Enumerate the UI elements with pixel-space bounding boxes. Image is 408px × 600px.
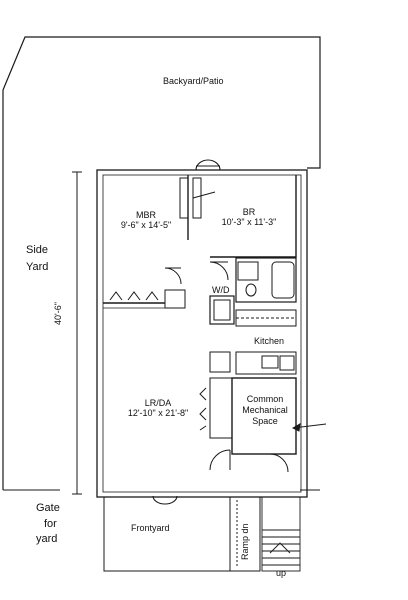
closet-mbr — [179, 177, 189, 219]
gate-label-line3: yard — [36, 533, 58, 545]
closet-hall-doors — [109, 291, 159, 301]
washer-dryer-closet — [209, 295, 235, 325]
br-label: BR — [242, 207, 256, 217]
wd-label: W/D — [212, 285, 230, 295]
gate-label-line1: Gate — [36, 502, 60, 514]
mech-label-line1: Common — [246, 394, 284, 404]
frontyard-label: Frontyard — [131, 523, 170, 533]
lrda-size-label: 12'-10" x 21'-8" — [127, 408, 189, 418]
door-br — [209, 261, 229, 281]
kitchen-counter-bottom — [235, 351, 297, 375]
side-yard-label-line2: Yard — [26, 261, 49, 273]
kitchen-fridge — [209, 351, 231, 373]
closet-lrda-doors — [199, 387, 207, 431]
backyard-label: Backyard/Patio — [163, 76, 224, 86]
frontyard-area — [103, 496, 231, 572]
br-size-label: 10'-3" x 11'-3" — [221, 217, 277, 227]
wall-br-bottom — [210, 175, 297, 258]
stairs-up-label: up — [276, 568, 287, 578]
bath-vanity — [237, 261, 259, 281]
kitchen-label: Kitchen — [254, 336, 285, 346]
toilet — [245, 283, 257, 297]
bathtub — [271, 261, 295, 299]
mech-pointer-arrowhead — [291, 423, 301, 432]
backyard-outline — [2, 36, 321, 169]
side-yard-label-line1: Side — [26, 244, 49, 256]
mbr-label: MBR — [136, 210, 156, 220]
closet-br-door — [192, 191, 216, 199]
kitchen-sink — [261, 355, 279, 369]
entry-door — [209, 449, 231, 471]
rear-bay-window — [195, 159, 221, 171]
washer-dryer-unit — [213, 299, 231, 321]
stairs — [261, 496, 301, 572]
closet-hall — [164, 289, 186, 309]
gate-label-line2: for — [44, 518, 57, 530]
lrda-label: LR/DA — [144, 398, 172, 408]
closet-lrda — [209, 377, 233, 439]
mech-label-line3: Space — [252, 416, 278, 426]
mbr-size-label: 9'-6" x 14'-5" — [120, 220, 172, 230]
mech-label-line2: Mechanical — [242, 405, 288, 415]
mech-door — [269, 453, 289, 473]
front-bay-window — [152, 495, 178, 505]
dimension-label: 40'-6" — [53, 302, 63, 325]
ramp-label: Ramp dn — [240, 523, 250, 560]
door-mbr — [164, 267, 182, 285]
ramp — [229, 496, 261, 572]
kitchen-range — [279, 355, 295, 371]
bathroom-block — [235, 257, 297, 303]
